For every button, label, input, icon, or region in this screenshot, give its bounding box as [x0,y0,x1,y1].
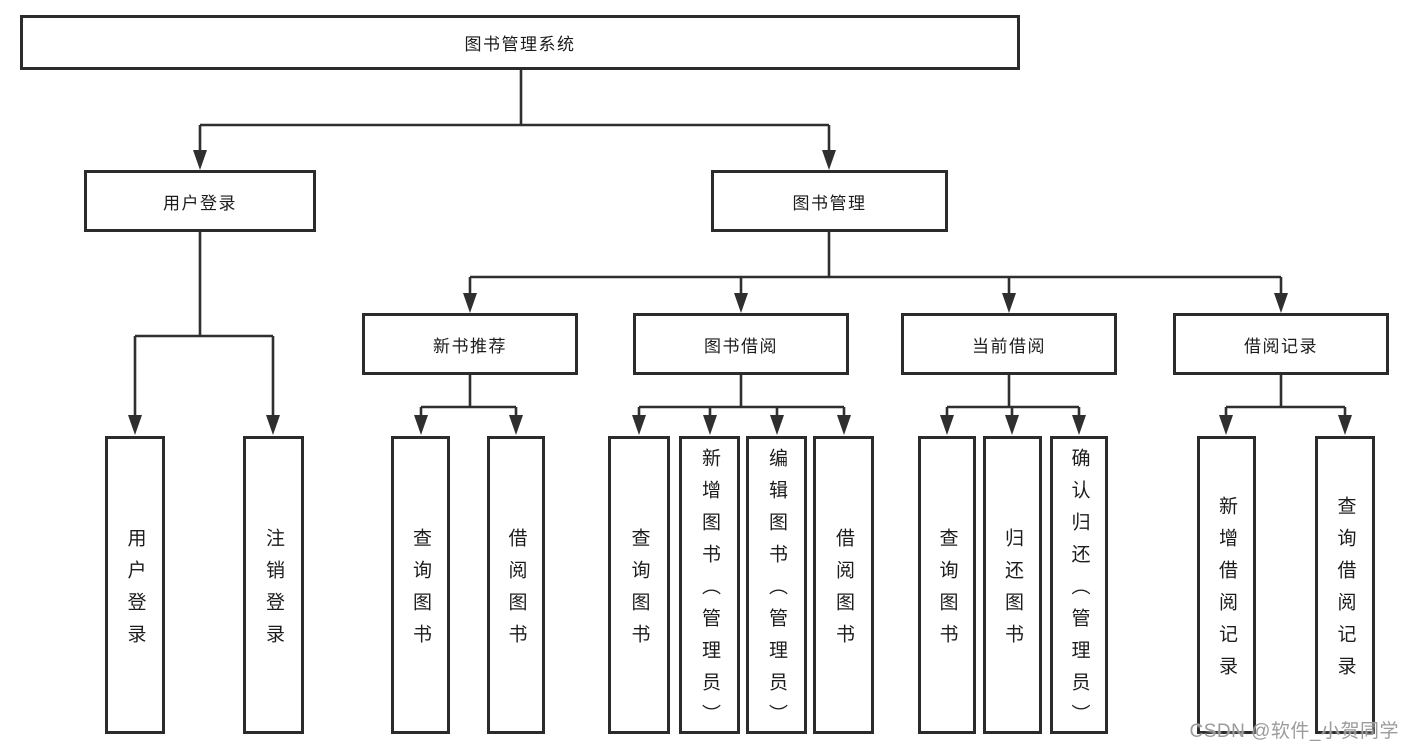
node-label: 查询图书 [628,527,650,656]
arrowhead [940,415,954,435]
node-book-management: 图书管理 [711,170,948,232]
node-label: 查询图书 [936,527,958,656]
connector-book-borrowing-branch [632,375,851,435]
arrowhead [509,415,523,435]
arrowhead [1219,415,1233,435]
leaf-edit-books-admin: 编辑图书（管理员） [746,436,807,736]
node-label: 查询图书 [410,527,431,656]
leaf-return-books: 归还图书 [983,436,1042,734]
node-current-borrowing: 当前借阅 [901,313,1117,375]
node-label: 用户登录 [163,193,237,213]
node-label: 当前借阅 [972,336,1046,356]
node-label: 归还图书 [1002,527,1023,656]
connector-current-borrowing-branch [940,375,1086,435]
node-label: 新增借阅记录 [1216,495,1237,688]
arrowhead [463,293,477,313]
node-label: 图书借阅 [704,336,778,356]
arrowhead [266,415,280,435]
arrowhead [128,415,142,435]
leaf-borrow-books-borrowing: 借阅图书 [813,436,874,734]
node-label: 新书推荐 [433,336,507,356]
node-label: 确认归还（管理员） [1068,447,1090,736]
csdn-watermark: CSDN @软件_小贺同学 [1189,721,1399,742]
arrowhead [1338,415,1352,435]
arrowhead [703,415,717,435]
node-label: 借阅记录 [1244,336,1318,356]
leaf-add-borrow-record: 新增借阅记录 [1197,436,1256,734]
arrowhead [1072,415,1086,435]
node-label: 图书管理系统 [464,35,576,54]
arrowhead [1005,415,1019,435]
connector-book-mgmt-to-level3 [463,232,1288,313]
node-borrowing-records: 借阅记录 [1173,313,1389,375]
node-label: 编辑图书（管理员） [766,447,787,736]
leaf-add-books-admin: 新增图书（管理员） [679,436,740,736]
connector-root-to-level2 [193,70,836,170]
arrowhead [632,415,646,435]
node-new-book-recommendation: 新书推荐 [362,313,578,375]
leaf-borrow-books-recommend: 借阅图书 [487,436,545,734]
arrowhead [193,150,207,170]
arrowhead [1274,293,1288,313]
connector-borrowing-records-branch [1219,375,1352,435]
arrowhead [822,150,836,170]
leaf-query-books-borrowing: 查询图书 [608,436,670,734]
connector-user-login-branch [128,232,280,435]
node-label: 图书管理 [792,193,867,213]
leaf-logout: 注销登录 [243,436,304,734]
node-label: 用户登录 [124,527,146,656]
connector-new-book-branch [414,375,523,435]
node-label: 注销登录 [263,527,284,656]
node-book-borrowing: 图书借阅 [633,313,849,375]
node-label: 借阅图书 [505,527,527,656]
leaf-user-login: 用户登录 [105,436,165,734]
node-root-library-system: 图书管理系统 [20,15,1020,70]
arrowhead [1002,293,1016,313]
node-label: 借阅图书 [833,527,854,656]
node-label: 查询借阅记录 [1334,495,1356,688]
arrowhead [837,415,851,435]
arrowhead [414,415,428,435]
node-label: 新增图书（管理员） [699,447,720,736]
leaf-query-books-recommend: 查询图书 [391,436,450,734]
node-user-login: 用户登录 [84,170,316,232]
leaf-query-borrow-record: 查询借阅记录 [1315,436,1375,734]
leaf-query-books-current: 查询图书 [918,436,976,734]
arrowhead [734,293,748,313]
leaf-confirm-return-admin: 确认归还（管理员） [1050,436,1108,736]
arrowhead [770,415,784,435]
